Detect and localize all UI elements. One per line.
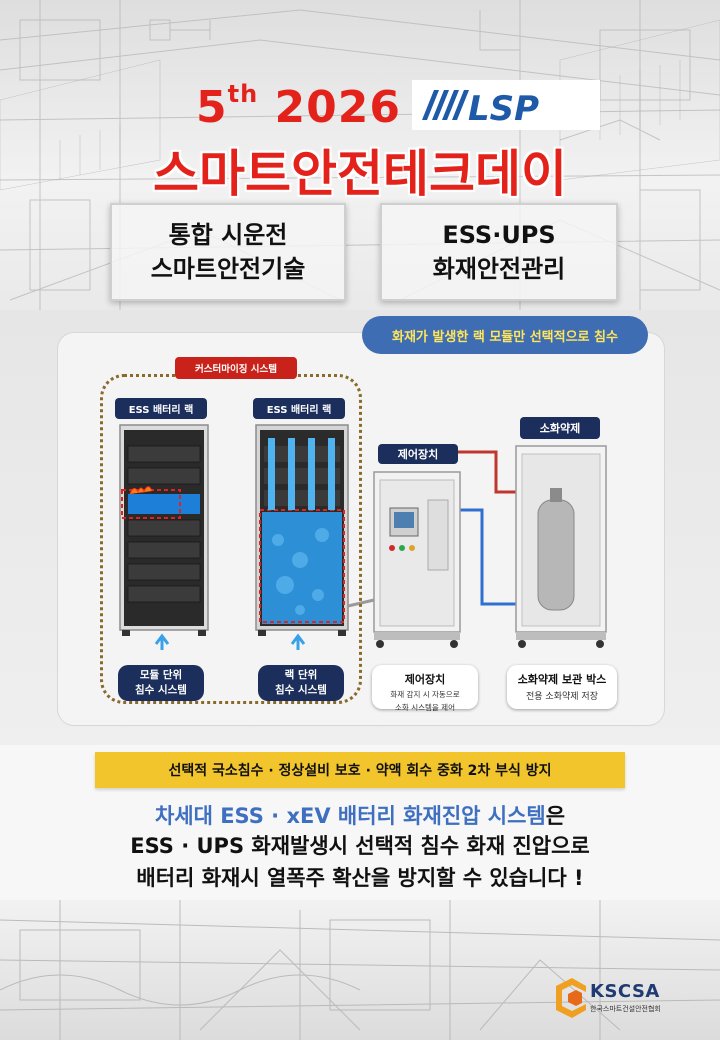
kscsa-logo-mark: [556, 978, 586, 1018]
features-banner: 선택적 국소침수 · 정상설비 보호 · 약액 회수 중화 2차 부식 방지: [95, 752, 625, 788]
rack-flooding-pill: 랙 단위 침수 시스템: [258, 665, 344, 701]
rack-label-rack: ESS 배터리 랙: [253, 398, 345, 419]
selective-flooding-headline: 화재가 발생한 랙 모듈만 선택적으로 침수: [362, 316, 648, 354]
control-unit-card: 제어장치 화재 감지 시 자동으로 소화 시스템을 제어: [372, 665, 478, 712]
event-year: 2026: [274, 82, 401, 133]
description-line-2: ESS · UPS 화재발생시 선택적 침수 화재 진압으로: [130, 834, 590, 858]
kscsa-logo-subtitle: 한국스마트건설안전협회: [590, 1005, 661, 1013]
description-text: 은: [545, 804, 566, 828]
topic-line: ESS·UPS: [442, 221, 556, 249]
extinguisher-label: 소화약제: [520, 417, 600, 439]
card-title: 제어장치: [404, 673, 446, 686]
description-highlight: 차세대 ESS · xEV 배터리 화재진압 시스템: [154, 804, 546, 828]
pill-line: 침수 시스템: [135, 684, 187, 696]
description-line-3: 배터리 화재시 열폭주 확산을 방지할 수 있습니다 !: [136, 866, 584, 890]
rack-label-module: ESS 배터리 랙: [115, 398, 207, 419]
custom-system-frame: [100, 374, 362, 704]
edition-year-title: 5th 2026: [196, 80, 401, 133]
lsp-logo: LSP: [412, 80, 600, 130]
card-title: 소화약제 보관 박스: [517, 673, 607, 686]
custom-system-tag: 커스터마이징 시스템: [175, 357, 297, 379]
topic-box-commissioning: 통합 시운전 스마트안전기술: [110, 203, 346, 301]
topic-line: 화재안전관리: [432, 255, 566, 283]
control-unit-label: 제어장치: [378, 444, 458, 464]
edition-number: 5: [196, 82, 228, 133]
event-title: 스마트안전테크데이: [153, 145, 567, 203]
lsp-logo-text: LSP: [468, 89, 539, 129]
edition-suffix: th: [227, 80, 259, 108]
extinguisher-cabinet: [515, 445, 607, 648]
pill-line: 모듈 단위: [139, 669, 183, 681]
pill-line: 침수 시스템: [275, 684, 327, 696]
kscsa-logo-text: KSCSA: [590, 981, 660, 1002]
module-flooding-pill: 모듈 단위 침수 시스템: [118, 665, 204, 701]
card-description: 화재 감지 시 자동으로: [390, 690, 460, 699]
blueprint-lines-bottom: [0, 900, 720, 1040]
blueprint-background-bottom: [0, 900, 720, 1040]
topic-line: 스마트안전기술: [150, 255, 306, 283]
battery-rack-module: [119, 424, 209, 650]
battery-rack-full: [255, 424, 349, 650]
card-description: 전용 소화약제 저장: [526, 692, 598, 702]
topic-line: 통합 시운전: [168, 221, 288, 249]
card-description: 소화 시스템을 제어: [395, 703, 455, 712]
topic-box-fire-safety: ESS·UPS 화재안전관리: [380, 203, 618, 301]
pill-line: 랙 단위: [284, 669, 318, 681]
control-unit: [373, 471, 461, 648]
extinguisher-box-card: 소화약제 보관 박스 전용 소화약제 저장: [507, 665, 617, 709]
description-line-1: 차세대 ESS · xEV 배터리 화재진압 시스템은: [0, 800, 720, 830]
